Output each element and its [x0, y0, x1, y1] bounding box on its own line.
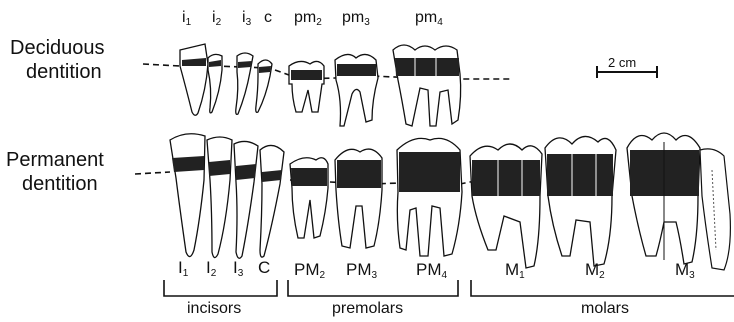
- permanent-tooth-label: M1: [505, 261, 525, 281]
- deciduous-tooth-label: i1: [182, 10, 191, 28]
- tooth-permanent-I3: [234, 141, 258, 258]
- tooth-deciduous-pm4: [393, 45, 461, 126]
- permanent-tooth-label: C: [258, 259, 270, 279]
- permanent-tooth-label: I3: [233, 259, 243, 279]
- incisors-bracket: [164, 280, 277, 296]
- permanent-tooth-label: PM4: [416, 261, 447, 281]
- permanent-row-label: Permanent dentition: [6, 148, 104, 196]
- molars-bracket: [471, 280, 734, 296]
- tooth-permanent-I2: [207, 137, 232, 258]
- permanent-tooth-label: M2: [585, 261, 605, 281]
- deciduous-tooth-label: i2: [212, 10, 221, 28]
- deciduous-tooth-label: pm2: [294, 10, 322, 28]
- deciduous-row-label: Deciduous dentition: [10, 36, 105, 84]
- permanent-row-label-line2: dentition: [6, 172, 104, 196]
- tooth-permanent-C: [260, 145, 284, 257]
- deciduous-row-label-line2: dentition: [10, 60, 105, 84]
- premolars-bracket: [288, 280, 458, 296]
- scale-bar-label: 2 cm: [608, 56, 636, 69]
- molars-label: molars: [581, 301, 629, 317]
- permanent-row-label-line1: Permanent: [6, 148, 104, 172]
- tooth-deciduous-i3: [236, 53, 253, 114]
- deciduous-tooth-label: pm4: [415, 10, 443, 28]
- tooth-deciduous-i2: [208, 54, 222, 113]
- tooth-deciduous-pm3: [335, 54, 378, 126]
- permanent-tooth-label: I2: [206, 259, 216, 279]
- tooth-permanent-M2: [545, 136, 616, 266]
- tooth-permanent-M3: [627, 133, 730, 270]
- deciduous-row-label-line1: Deciduous: [10, 36, 105, 60]
- deciduous-tooth-label: pm3: [342, 10, 370, 28]
- permanent-tooth-label: I1: [178, 259, 188, 279]
- deciduous-tooth-label: c: [264, 10, 272, 28]
- tooth-permanent-PM3: [335, 149, 382, 248]
- permanent-tooth-label: PM3: [346, 261, 377, 281]
- tooth-deciduous-c: [256, 60, 272, 112]
- deciduous-tooth-label: i3: [242, 10, 251, 28]
- tooth-permanent-M1: [470, 144, 542, 268]
- permanent-tooth-label: M3: [675, 261, 695, 281]
- premolars-label: premolars: [332, 301, 403, 317]
- incisors-label: incisors: [187, 301, 241, 317]
- tooth-permanent-PM2: [290, 158, 328, 238]
- tooth-permanent-I1: [170, 134, 205, 257]
- tooth-deciduous-i1: [180, 44, 208, 115]
- tooth-permanent-PM4: [397, 138, 462, 256]
- permanent-tooth-label: PM2: [294, 261, 325, 281]
- tooth-deciduous-pm2: [289, 61, 324, 112]
